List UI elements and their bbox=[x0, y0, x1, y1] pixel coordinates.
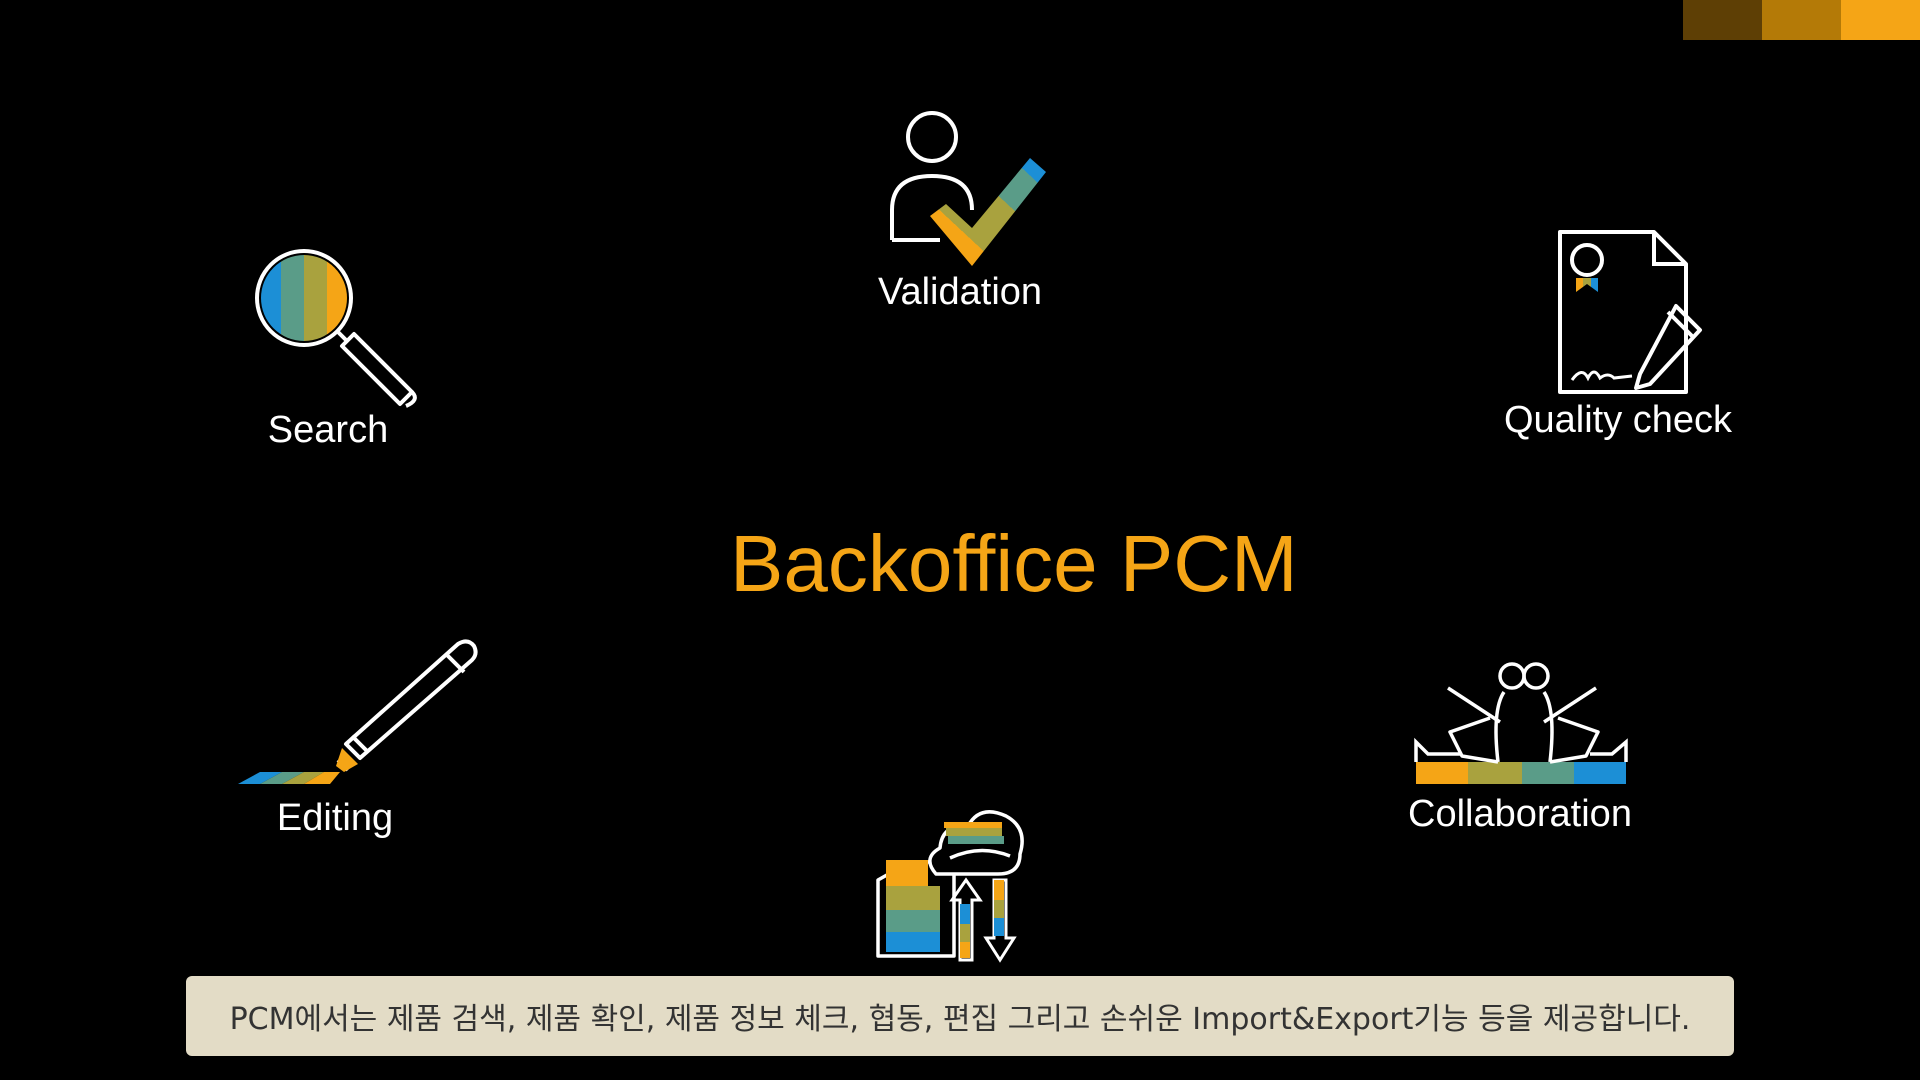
feature-search: Search bbox=[230, 248, 430, 452]
feature-editing: Editing bbox=[220, 632, 480, 840]
caption-text: PCM에서는 제품 검색, 제품 확인, 제품 정보 체크, 협동, 편집 그리… bbox=[229, 1002, 1691, 1037]
subtitle-caption: PCM에서는 제품 검색, 제품 확인, 제품 정보 체크, 협동, 편집 그리… bbox=[186, 976, 1734, 1056]
people-back-to-back-icon bbox=[1414, 662, 1628, 784]
cloud-file-transfer-icon bbox=[876, 810, 1024, 963]
validation-label: Validation bbox=[877, 271, 1043, 313]
magnifier-icon bbox=[255, 249, 417, 408]
page-title: Backoffice PCM bbox=[730, 519, 1298, 608]
editing-label: Editing bbox=[276, 797, 394, 839]
feature-collaboration: Collaboration bbox=[1400, 658, 1640, 836]
accent-segment-dark bbox=[1683, 0, 1762, 40]
search-label: Search bbox=[267, 409, 389, 451]
feature-quality-check: Quality check bbox=[1480, 226, 1760, 442]
signed-certificate-icon bbox=[1558, 230, 1702, 394]
pen-icon bbox=[238, 639, 478, 784]
corner-accent-bar bbox=[1683, 0, 1920, 40]
quality-check-label: Quality check bbox=[1503, 399, 1733, 441]
accent-segment-mid bbox=[1762, 0, 1841, 40]
accent-segment-light bbox=[1841, 0, 1920, 40]
feature-import-export bbox=[870, 804, 1040, 964]
collaboration-label: Collaboration bbox=[1408, 793, 1632, 835]
feature-validation: Validation bbox=[860, 100, 1060, 314]
person-checkmark-icon bbox=[890, 111, 1046, 266]
